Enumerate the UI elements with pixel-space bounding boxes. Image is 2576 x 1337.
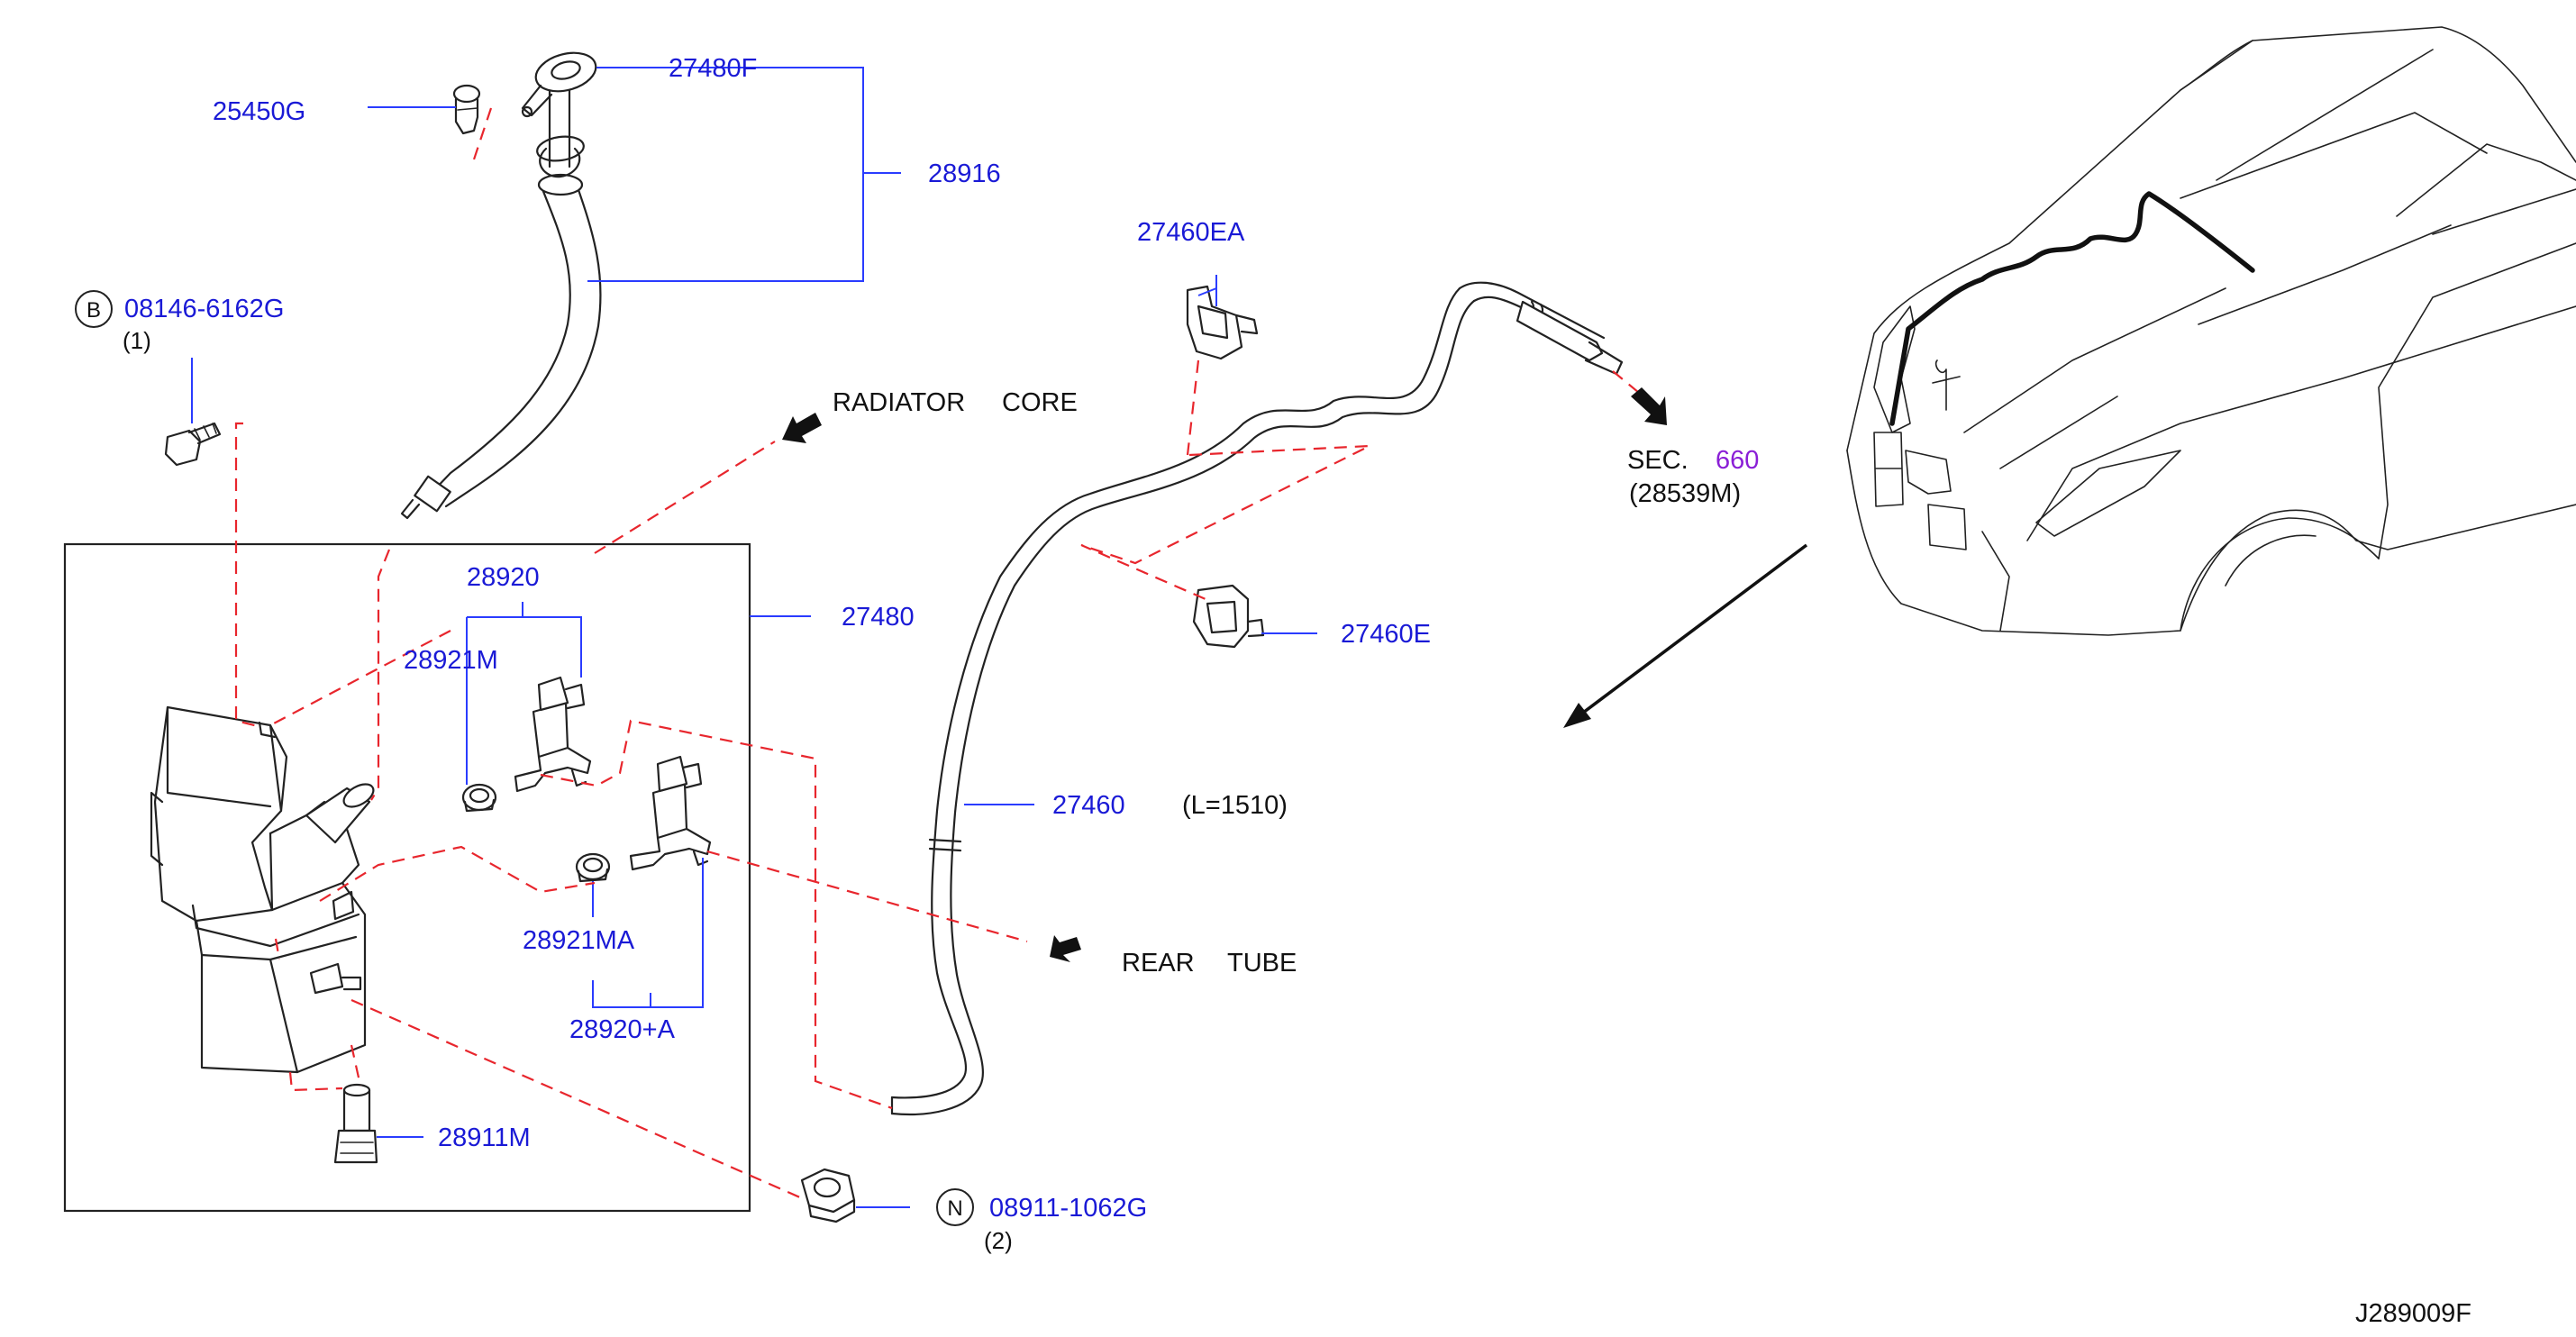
sec-arrow-icon <box>1631 387 1667 425</box>
reservoir-assembly-box <box>63 542 751 1213</box>
label-28911m: 28911M <box>438 1123 531 1152</box>
label-27460: 27460 <box>1052 791 1125 820</box>
washer-hose-27460-drawing <box>890 281 1624 1116</box>
label-28921ma: 28921MA <box>523 926 635 955</box>
clip-25450g-drawing <box>452 84 481 135</box>
label-rear: REAR <box>1122 949 1195 978</box>
label-radiator-core: CORE <box>1002 388 1078 417</box>
part-number-leaders <box>191 67 1317 1208</box>
label-27460ea: 27460EA <box>1137 218 1245 247</box>
view-direction-arrow-icon <box>1570 543 1808 723</box>
label-27480f: 27480F <box>669 54 757 83</box>
label-27460e: 27460E <box>1341 620 1431 649</box>
label-08911-quantity: (2) <box>984 1227 1013 1254</box>
radiator-arrow-icon <box>782 413 822 443</box>
washer-reservoir-tank-drawing <box>150 705 375 1074</box>
direction-arrows <box>782 387 1808 962</box>
label-hose-length: (L=1510) <box>1182 791 1288 820</box>
label-08146-quantity: (1) <box>123 327 151 354</box>
pump-28920-drawing <box>514 676 592 793</box>
dashed-indicator-lines <box>234 107 1650 1200</box>
grommet-28921ma-drawing <box>575 852 611 883</box>
label-28916: 28916 <box>928 159 1001 188</box>
label-28920-a: 28920+A <box>569 1015 676 1044</box>
diagram-id: J289009F <box>2355 1299 2471 1328</box>
pump-28920a-drawing <box>629 755 712 871</box>
label-27480: 27480 <box>842 603 915 632</box>
label-28920: 28920 <box>467 563 540 592</box>
level-sensor-28911m-drawing <box>333 1083 378 1164</box>
label-25450g: 25450G <box>213 97 305 126</box>
label-08146-6162g: 08146-6162G <box>124 295 284 323</box>
bolt-08146-drawing <box>164 422 222 467</box>
label-radiator: RADIATOR <box>833 388 965 417</box>
clip-27460ea-drawing <box>1186 285 1259 360</box>
filler-neck-tube-drawing <box>400 51 602 520</box>
label-sec: SEC. <box>1627 446 1689 475</box>
badge-n-letter: N <box>947 1196 962 1221</box>
label-sec-reference: (28539M) <box>1629 479 1741 508</box>
clip-27460e-drawing <box>1192 584 1265 649</box>
grommet-28921m-drawing <box>461 783 497 813</box>
badge-b-letter: B <box>86 298 101 323</box>
label-08911-1062g: 08911-1062G <box>989 1194 1147 1223</box>
nut-08911-drawing <box>800 1168 856 1223</box>
label-sec-number: 660 <box>1716 446 1759 475</box>
label-28921m: 28921M <box>404 646 498 675</box>
badge-b: B <box>75 290 113 328</box>
label-rear-tube: TUBE <box>1227 949 1297 978</box>
vehicle-location-sketch <box>1846 26 2576 636</box>
badge-n: N <box>936 1188 974 1226</box>
rear-tube-arrow-icon <box>1050 935 1081 962</box>
